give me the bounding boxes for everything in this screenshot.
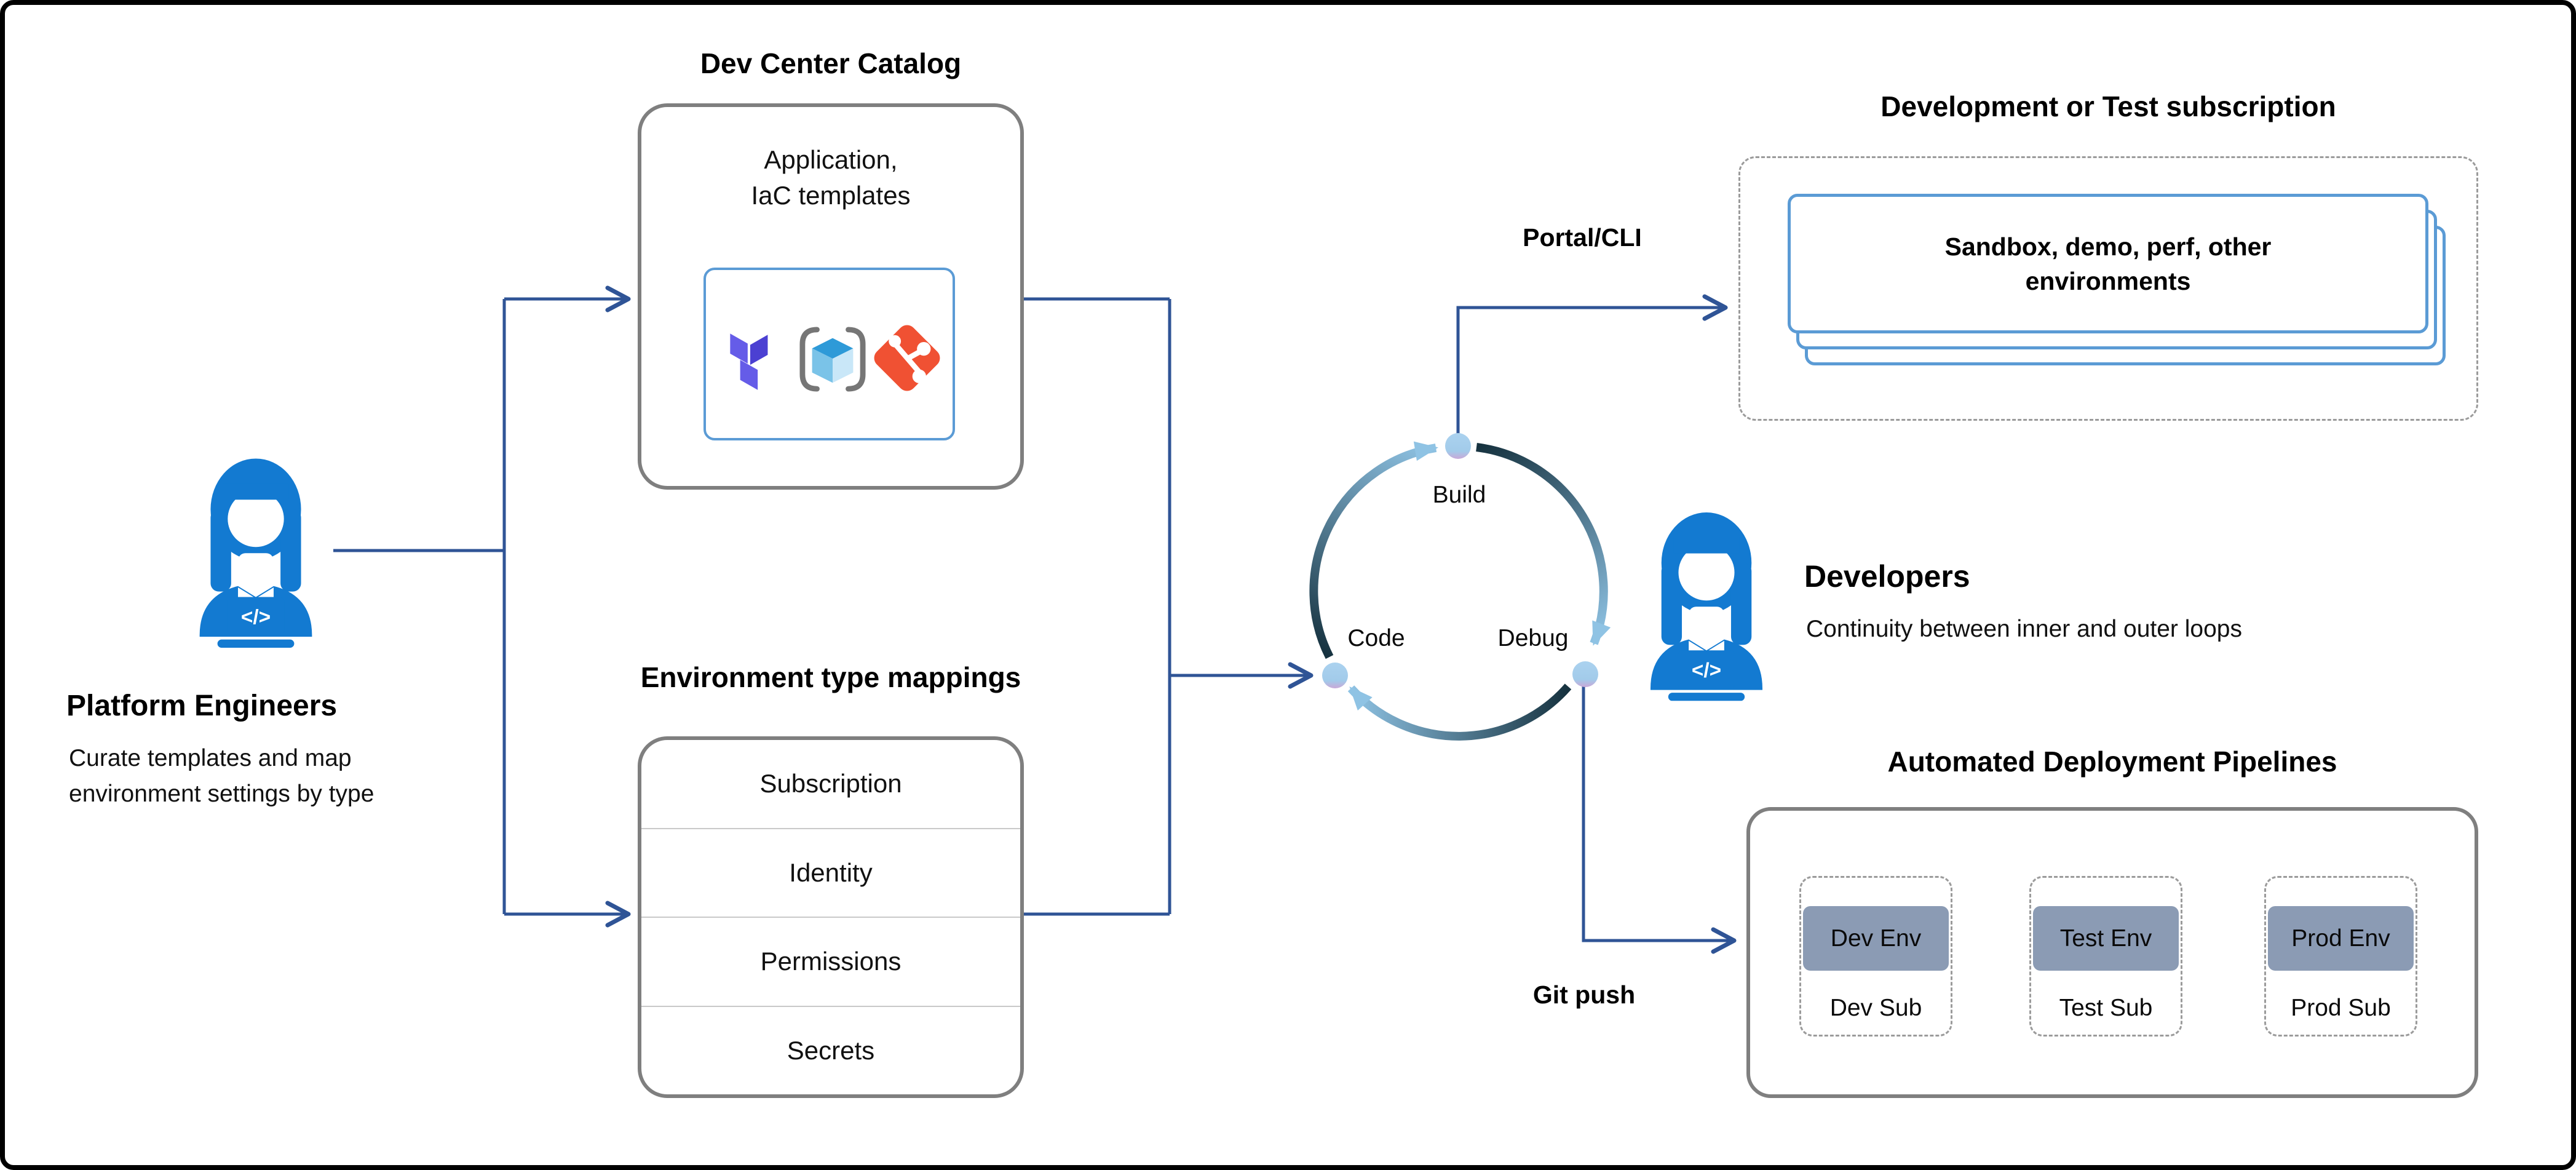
mapping-row-identity: Identity [641, 827, 1020, 917]
connector-git-push-arrow [1582, 686, 1737, 954]
loop-arc-build-to-debug [1476, 443, 1611, 646]
developers-title: Developers [1804, 559, 1970, 594]
platform-engineer-persona-icon [184, 456, 327, 648]
platform-engineers-subtitle-line2: environment settings by type [69, 781, 375, 807]
dev-env-chip: Dev Env [1803, 906, 1949, 971]
dev-sub-label: Dev Sub [1829, 995, 1922, 1021]
loop-arc-code-to-build [1309, 441, 1438, 659]
platform-engineers-subtitle-line1: Curate templates and map [69, 745, 352, 771]
terraform-icon [730, 333, 768, 390]
environment-card-line1: Sandbox, demo, perf, other [1944, 232, 2272, 261]
pipeline-stage-prod: Prod Env Prod Sub [2264, 876, 2417, 1037]
loop-label-build: Build [1432, 482, 1486, 508]
mapping-row-secrets: Secrets [641, 1005, 1020, 1095]
developers-subtitle: Continuity between inner and outer loops [1806, 616, 2242, 642]
connector-lines-layer [333, 285, 1737, 954]
pipeline-stage-test: Test Env Test Sub [2029, 876, 2182, 1037]
loop-label-code: Code [1347, 625, 1405, 651]
environment-card-front: Sandbox, demo, perf, other environments [1788, 194, 2428, 333]
prod-env-chip: Prod Env [2268, 906, 2414, 971]
environment-card-line2: environments [2025, 266, 2191, 295]
inner-loop-cycle [1309, 433, 1611, 741]
environment-type-mappings-box: Subscription Identity Permissions Secret… [638, 736, 1024, 1098]
test-env-chip: Test Env [2033, 906, 2179, 971]
git-push-label: Git push [1532, 981, 1636, 1009]
dev-test-subscription-box [1738, 156, 2478, 421]
prod-sub-label: Prod Sub [2291, 995, 2391, 1021]
pipelines-title: Automated Deployment Pipelines [1887, 746, 2337, 778]
dev-center-catalog-title: Dev Center Catalog [700, 47, 962, 79]
catalog-content-line2: IaC templates [751, 181, 911, 210]
portal-cli-label: Portal/CLI [1523, 223, 1642, 252]
loop-node-code [1322, 663, 1348, 688]
connector-portal-cli-arrow [1456, 294, 1728, 434]
catalog-content-line1: Application, [764, 145, 898, 174]
mapping-row-permissions: Permissions [641, 917, 1020, 1006]
developer-persona-icon [1638, 509, 1775, 701]
git-icon [874, 325, 940, 391]
platform-engineers-title: Platform Engineers [66, 690, 338, 722]
pipeline-stage-dev: Dev Env Dev Sub [1799, 876, 1952, 1037]
loop-node-build [1445, 433, 1471, 459]
loop-label-debug: Debug [1497, 625, 1569, 651]
mapping-row-subscription: Subscription [759, 769, 902, 798]
environment-type-mappings-title: Environment type mappings [640, 661, 1021, 693]
loop-node-debug [1572, 661, 1598, 687]
arm-template-icon [799, 327, 866, 392]
loop-arc-debug-to-code [1347, 683, 1572, 741]
test-sub-label: Test Sub [2059, 995, 2153, 1021]
dev-test-subscription-title: Development or Test subscription [1880, 90, 2336, 122]
